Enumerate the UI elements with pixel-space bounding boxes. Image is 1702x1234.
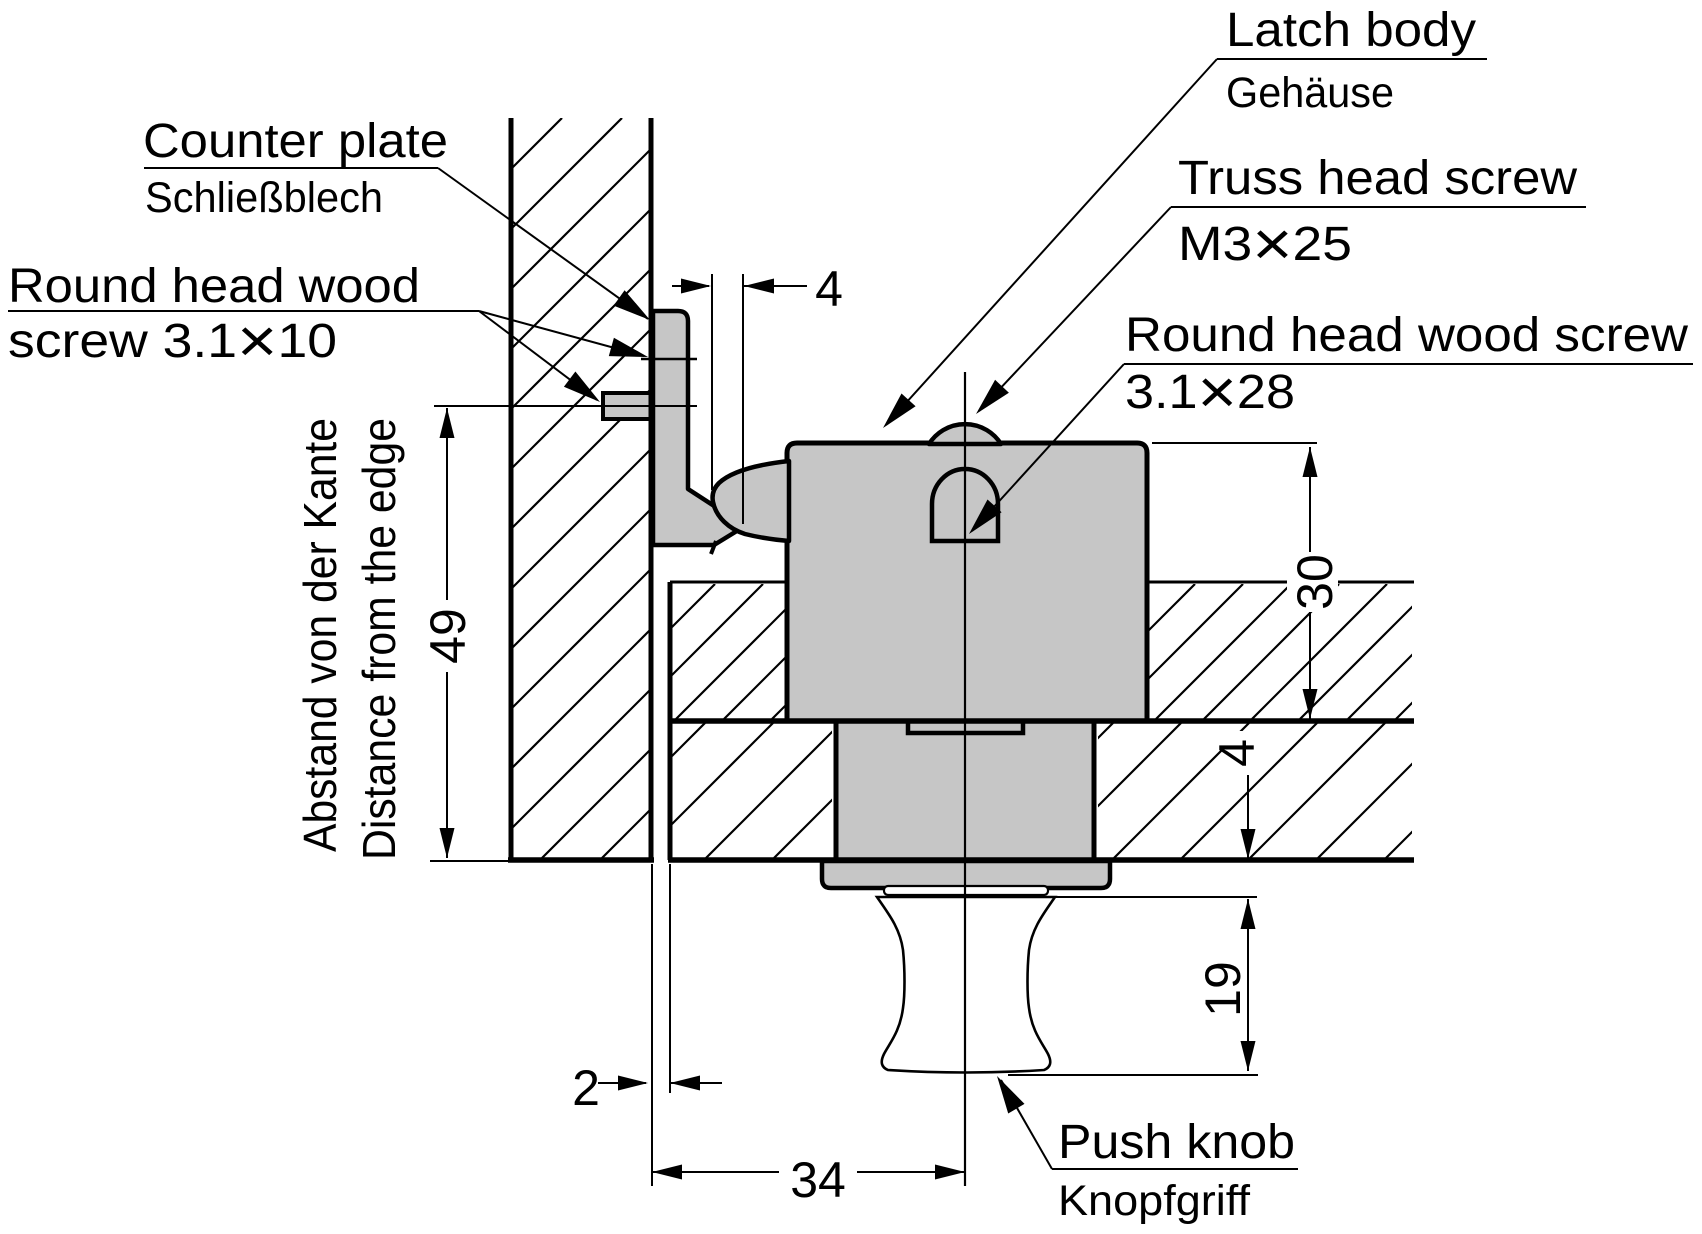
svg-text:49: 49 bbox=[420, 608, 476, 664]
svg-text:screw 3.1×10: screw 3.1×10 bbox=[8, 307, 337, 376]
svg-text:Push knob: Push knob bbox=[1058, 1116, 1295, 1169]
svg-text:Latch body: Latch body bbox=[1226, 4, 1476, 57]
svg-text:Schließblech: Schließblech bbox=[145, 174, 383, 222]
svg-text:Abstand von der Kante: Abstand von der Kante bbox=[294, 418, 346, 852]
svg-text:30: 30 bbox=[1287, 554, 1343, 610]
svg-text:Knopfgriff: Knopfgriff bbox=[1058, 1177, 1251, 1225]
svg-text:Counter plate: Counter plate bbox=[143, 115, 448, 168]
svg-text:34: 34 bbox=[790, 1152, 846, 1208]
svg-text:Round head wood screw: Round head wood screw bbox=[1125, 309, 1688, 362]
svg-text:4: 4 bbox=[815, 261, 843, 317]
svg-text:19: 19 bbox=[1195, 961, 1251, 1017]
svg-text:Truss head screw: Truss head screw bbox=[1178, 152, 1577, 205]
svg-text:2: 2 bbox=[572, 1060, 600, 1116]
svg-text:Round head wood: Round head wood bbox=[8, 260, 420, 313]
svg-text:3.1×28: 3.1×28 bbox=[1125, 358, 1295, 427]
svg-text:4: 4 bbox=[1209, 739, 1265, 767]
svg-text:Distance from the edge: Distance from the edge bbox=[353, 418, 405, 860]
svg-text:M3×25: M3×25 bbox=[1178, 210, 1352, 279]
svg-text:Gehäuse: Gehäuse bbox=[1226, 69, 1394, 117]
